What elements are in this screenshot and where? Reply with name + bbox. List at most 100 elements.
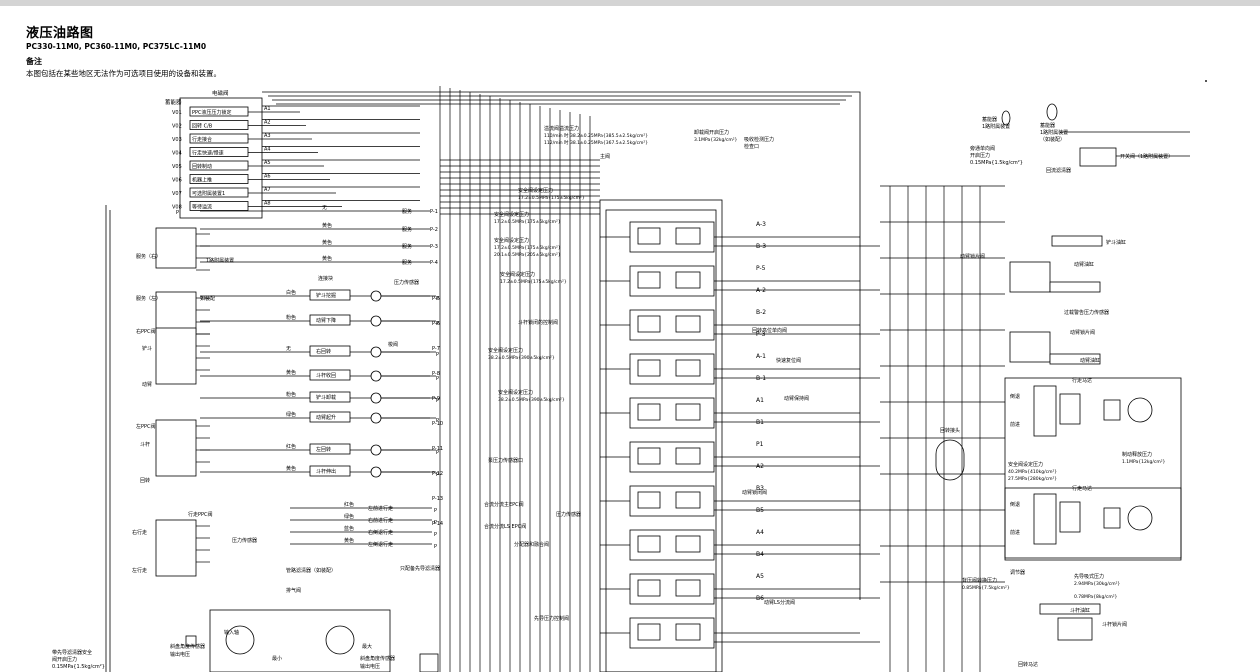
left-label: 行走PPC阀	[188, 511, 213, 518]
right-label: 开启压力	[970, 152, 990, 159]
relief-valve	[637, 623, 661, 641]
circuit-box	[309, 465, 351, 477]
diagram-frame	[105, 91, 1182, 672]
port-label: P-4	[430, 260, 438, 266]
left-label: 右行走	[132, 529, 147, 536]
right-label: 动臂油缸	[1080, 357, 1100, 364]
solenoid-valve	[189, 147, 249, 157]
pump-label: 最大	[362, 643, 372, 650]
ppc-valve	[155, 227, 197, 269]
left-label: 回转	[140, 477, 150, 484]
center-label: 压力传感器	[556, 511, 581, 518]
right-label: 背压阀转换压力	[962, 577, 997, 584]
color-tag: 黄色	[322, 222, 332, 229]
solenoid-out: A2	[264, 120, 271, 126]
center-label: 38.2±0.5MPa{390±5kg/cm²}	[498, 397, 565, 403]
pressure-sensor-icon	[370, 466, 382, 478]
motor-icon	[185, 635, 197, 647]
center-label: 安全阀设定压力	[488, 347, 523, 354]
service-label: 服务	[402, 243, 412, 250]
solenoid-title: 电磁阀	[212, 89, 229, 97]
color-tag: 粉色	[286, 391, 296, 398]
right-label: 动臂锁片阀	[1070, 329, 1095, 336]
travel-valve	[1033, 385, 1057, 437]
right-label: 1路附属装置	[1040, 129, 1068, 136]
pump-label: 输出电压	[170, 651, 190, 658]
center-label: 安全阀设定压力	[494, 211, 529, 218]
port-label: P	[436, 352, 439, 358]
color-tag: 无	[322, 205, 327, 211]
circuit-box	[309, 391, 351, 403]
center-label: 合流分流LS EPC阀	[484, 523, 526, 530]
center-label: 38.2±0.5MPa{390±5kg/cm²}	[488, 355, 555, 361]
solenoid-port: V06	[172, 178, 182, 184]
ppc-valve	[155, 327, 197, 385]
relief-valve	[637, 579, 661, 597]
center-label: 3.1MPa{32kg/cm²}	[694, 137, 738, 143]
circuit-box	[309, 369, 351, 381]
port-label: P-1	[430, 209, 438, 215]
valve-port-label: A-1	[756, 353, 766, 360]
port-label: P-11	[432, 446, 443, 452]
right-label: 前进	[1010, 421, 1020, 428]
left-label: 压力传感器	[232, 537, 257, 544]
center-label: 动臂锁闭阀	[742, 489, 767, 496]
right-label: 斗杆油缸	[1070, 607, 1090, 614]
right-label: 安全阀设定压力	[1008, 461, 1043, 468]
solenoid-port: V04	[172, 151, 182, 157]
travel-valve	[1033, 493, 1057, 545]
color-tag: 蓝色	[344, 525, 354, 532]
components	[155, 103, 1153, 672]
color-tag: 白色	[286, 289, 296, 296]
port-label: P-6	[432, 321, 440, 327]
valve-port-label: B-1	[756, 375, 766, 382]
check-valve	[675, 227, 701, 245]
travel-motor-icon	[1127, 397, 1153, 423]
port-label: P-7	[432, 346, 440, 352]
port-label: P	[436, 321, 439, 327]
valve-port-label: B3	[756, 485, 764, 492]
center-label: 只配备先导滤清器	[400, 565, 440, 572]
circuit-label: 斗杆伸出	[316, 468, 336, 475]
mark-dot	[1205, 80, 1207, 82]
ppc-valve	[155, 519, 197, 577]
check-valve	[675, 579, 701, 597]
solenoid-port: V07	[172, 191, 182, 197]
right-label: 27.5MPa{280kg/cm²}	[1008, 476, 1057, 482]
check-valve	[675, 271, 701, 289]
color-tag: 绿色	[344, 513, 354, 520]
pump-icon	[225, 625, 255, 655]
center-label: 合流分流主EPC阀	[484, 501, 524, 508]
pressure-sensor-icon	[370, 392, 382, 404]
valve-port-label: B4	[756, 551, 764, 558]
port-label: P-9	[432, 396, 440, 402]
center-label: 吸收检测压力	[744, 136, 774, 143]
brake-valve	[1103, 507, 1121, 529]
pump-label: 输入轴	[224, 629, 239, 636]
solenoid-port: V02	[172, 124, 182, 130]
center-label: 17.2±0.5MPa{175±5kg/cm²}	[494, 219, 561, 225]
circuit-label: 铲斗卸载	[316, 394, 336, 401]
solenoid-port: V05	[172, 164, 182, 170]
valve-port-label: A5	[756, 573, 764, 580]
valve-port-label: A-2	[756, 287, 766, 294]
check-valve	[675, 359, 701, 377]
port-label: P	[436, 398, 439, 404]
pump-label: 斜盘角度传感器	[360, 655, 395, 662]
check-valve	[675, 535, 701, 553]
valve-port-label: A1	[756, 397, 764, 404]
relief-valve	[637, 447, 661, 465]
right-label: 蓄能器	[1040, 122, 1055, 129]
port-label: P	[436, 376, 439, 382]
cylinder	[1049, 281, 1101, 293]
circuit-label: 斗杆收回	[316, 372, 336, 379]
filter-icon	[419, 653, 439, 672]
right-label: （如装配）	[1040, 136, 1065, 143]
service-label: 服务	[402, 208, 412, 215]
cylinder	[1051, 235, 1103, 247]
left-label: 服务（右）	[136, 253, 161, 260]
right-label: 回转马达	[1018, 661, 1038, 668]
right-label: 0.78MPa{8kg/cm²}	[1074, 594, 1118, 600]
right-label: 1.1MPa{12kg/cm²}	[1122, 459, 1166, 465]
